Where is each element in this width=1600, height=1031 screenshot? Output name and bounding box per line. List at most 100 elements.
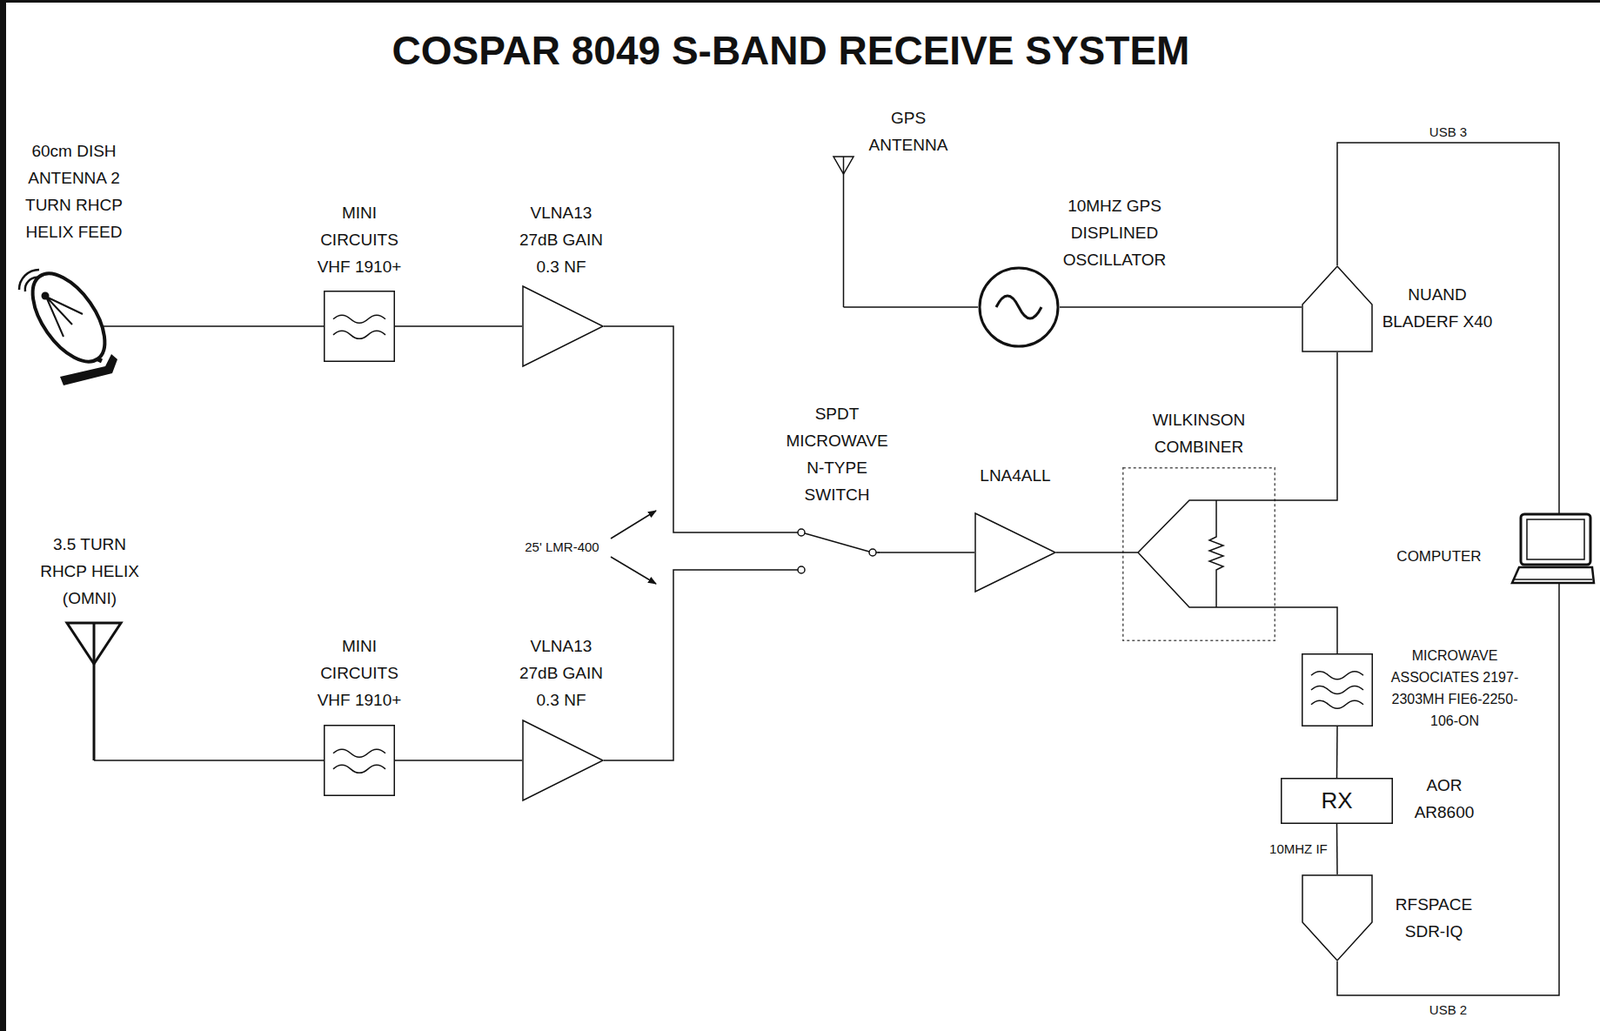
wire-label: USB 3 bbox=[1426, 124, 1470, 141]
computer-symbol: COMPUTER bbox=[1510, 513, 1594, 594]
label-holder: GPS ANTENNA bbox=[860, 104, 957, 159]
dish-antenna: 60cm DISH ANTENNA 2 TURN RHCP HELIX FEED bbox=[18, 263, 133, 389]
filter-wave bbox=[1311, 671, 1364, 680]
label-holder: 60cm DISH ANTENNA 2 TURN RHCP HELIX FEED bbox=[21, 137, 127, 246]
signal-wire bbox=[603, 569, 798, 761]
signal-wire bbox=[100, 325, 324, 328]
oscillator-symbol-graphic bbox=[977, 266, 1060, 349]
amplifier-triangle bbox=[522, 286, 603, 367]
part-label: WILKINSON COMBINER bbox=[1133, 406, 1265, 461]
combiner-box: WILKINSON COMBINER bbox=[1122, 467, 1276, 642]
signal-wire bbox=[1275, 352, 1338, 501]
amplifier-symbol-graphic bbox=[974, 512, 1057, 593]
signal-wire bbox=[1275, 607, 1338, 654]
signal-wire bbox=[603, 326, 798, 533]
label-holder: MINI CIRCUITS VHF 1910+ bbox=[307, 199, 412, 281]
amplifier-symbol: VLNA13 27dB GAIN 0.3 NF bbox=[522, 719, 604, 802]
label-holder: AOR AR8600 bbox=[1400, 771, 1488, 826]
signal-wire bbox=[1059, 306, 1302, 308]
part-label: GPS ANTENNA bbox=[860, 104, 957, 159]
oscillator-circle bbox=[979, 267, 1058, 347]
filter-wave bbox=[1311, 686, 1364, 695]
switch-pivot bbox=[869, 548, 877, 556]
part-label: VLNA13 27dB GAIN 0.3 NF bbox=[511, 632, 612, 714]
label-holder: RX bbox=[1320, 787, 1353, 815]
antenna-mast bbox=[93, 622, 96, 761]
part-label: 60cm DISH ANTENNA 2 TURN RHCP HELIX FEED bbox=[21, 137, 127, 246]
filter-box-graphic bbox=[323, 290, 395, 362]
computer-symbol-graphic bbox=[1510, 513, 1594, 594]
label-holder: MICROWAVE ASSOCIATES 2197-2303MH FIE6-22… bbox=[1380, 644, 1529, 732]
amplifier-triangle bbox=[975, 513, 1056, 592]
combiner-box-graphic bbox=[1122, 467, 1276, 642]
part-label: 10MHZ GPS DISPLINED OSCILLATOR bbox=[1053, 192, 1176, 274]
switch-symbol-graphic bbox=[796, 523, 880, 582]
filter-box-graphic bbox=[1301, 653, 1373, 727]
receiver-outline bbox=[1281, 778, 1393, 824]
label-holder: 10MHZ GPS DISPLINED OSCILLATOR bbox=[1053, 192, 1176, 274]
part-label: NUAND BLADERF X40 bbox=[1379, 281, 1497, 335]
laptop-base bbox=[1512, 567, 1594, 583]
oscillator-symbol: 10MHZ GPS DISPLINED OSCILLATOR bbox=[977, 266, 1060, 349]
box-text: RX bbox=[1320, 787, 1353, 815]
filter-wave bbox=[333, 314, 386, 323]
filter-wave bbox=[333, 330, 386, 339]
cable-label: 25' LMR-400 bbox=[524, 539, 599, 556]
signal-wire bbox=[877, 551, 975, 554]
laptop-keyboard bbox=[1513, 578, 1593, 581]
signal-wire bbox=[1056, 551, 1123, 554]
antenna-mast bbox=[843, 156, 845, 308]
sdr-symbol-graphic bbox=[1301, 265, 1373, 353]
label-holder: COMPUTER bbox=[1396, 542, 1481, 570]
switch-contact bbox=[797, 566, 805, 574]
part-label: COMPUTER bbox=[1396, 542, 1481, 570]
combiner-arms bbox=[1122, 500, 1276, 608]
label-holder: NUAND BLADERF X40 bbox=[1379, 281, 1497, 335]
resistor-symbol bbox=[1209, 500, 1224, 608]
wire-label: 10MHZ IF bbox=[1266, 841, 1331, 857]
amplifier-symbol: LNA4ALL bbox=[974, 512, 1057, 593]
gps-antenna-symbol-graphic bbox=[831, 154, 856, 308]
amplifier-symbol-graphic bbox=[522, 285, 604, 368]
signal-wire bbox=[394, 759, 523, 762]
switch-blade bbox=[804, 533, 870, 552]
label-holder: SPDT MICROWAVE N-TYPE SWITCH bbox=[778, 400, 897, 509]
amplifier-symbol-graphic bbox=[522, 719, 604, 802]
laptop-port bbox=[1558, 582, 1560, 594]
laptop-lid bbox=[1520, 514, 1591, 565]
switch-symbol: SPDT MICROWAVE N-TYPE SWITCH bbox=[796, 523, 880, 582]
part-label: AOR AR8600 bbox=[1400, 771, 1488, 826]
frame-edge bbox=[0, 0, 1600, 3]
filter-box: MINI CIRCUITS VHF 1910+ bbox=[323, 290, 395, 362]
label-holder: VLNA13 27dB GAIN 0.3 NF bbox=[511, 199, 612, 281]
part-label: LNA4ALL bbox=[979, 461, 1051, 489]
label-holder: MINI CIRCUITS VHF 1910+ bbox=[307, 632, 412, 714]
switch-wire bbox=[876, 551, 880, 554]
filter-wave bbox=[1311, 700, 1364, 709]
filter-outline bbox=[1302, 654, 1373, 727]
part-label: MINI CIRCUITS VHF 1910+ bbox=[307, 199, 412, 281]
signal-wire bbox=[394, 325, 523, 328]
diagram-title: COSPAR 8049 S-BAND RECEIVE SYSTEM bbox=[392, 26, 1191, 75]
filter-outline bbox=[324, 291, 395, 362]
frame-edge bbox=[0, 0, 7, 1031]
sdr-outline bbox=[1302, 875, 1373, 961]
sdr-outline bbox=[1302, 266, 1373, 352]
filter-outline bbox=[324, 725, 395, 797]
antenna-symbol-graphic bbox=[63, 620, 125, 761]
leader-arrow bbox=[610, 510, 657, 539]
part-label: MICROWAVE ASSOCIATES 2197-2303MH FIE6-22… bbox=[1380, 644, 1529, 732]
helix-feed bbox=[41, 292, 50, 301]
part-label: VLNA13 27dB GAIN 0.3 NF bbox=[511, 199, 612, 281]
signal-wire bbox=[1336, 823, 1339, 875]
signal-wire bbox=[1336, 726, 1339, 778]
filter-box: MINI CIRCUITS VHF 1910+ bbox=[323, 724, 395, 797]
label-holder: RFSPACE SDR-IQ bbox=[1381, 890, 1487, 945]
label-holder: LNA4ALL bbox=[979, 461, 1051, 489]
filter-box: MICROWAVE ASSOCIATES 2197-2303MH FIE6-22… bbox=[1301, 653, 1373, 727]
antenna-symbol: 3.5 TURN RHCP HELIX (OMNI) bbox=[63, 620, 125, 761]
laptop-screen bbox=[1526, 519, 1585, 560]
dish-reflector bbox=[18, 261, 120, 374]
filter-wave bbox=[333, 764, 386, 773]
